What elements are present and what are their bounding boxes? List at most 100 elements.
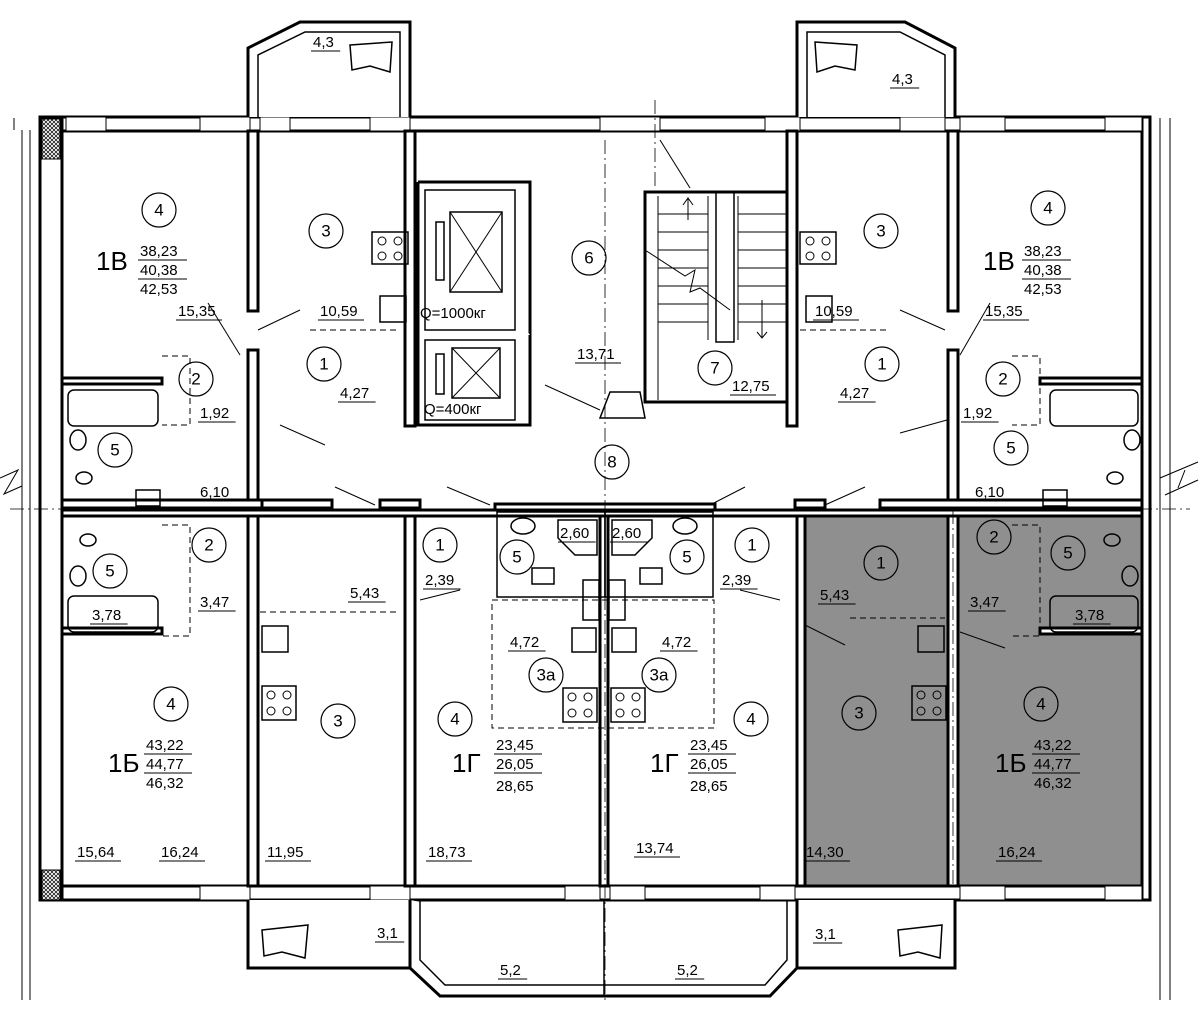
room-number: 4	[746, 710, 755, 729]
room-area-label: 13,71	[577, 346, 615, 363]
room-number: 3	[854, 704, 863, 723]
apartment-bottom-right: 1Б 43,22 44,77 46,32	[995, 737, 1080, 792]
room-area-label: 12,75	[732, 378, 770, 395]
room-number-circle	[697, 350, 733, 386]
room-number-circle	[499, 539, 535, 575]
apartment-bottom-center-left: 1Г 23,45 26,05 28,65	[452, 737, 542, 795]
room-number: 4	[450, 710, 459, 729]
balcony-top-left	[246, 20, 412, 117]
room-number-circle	[191, 527, 227, 563]
room-number-circle	[863, 213, 899, 249]
room-area-label: 4,72	[662, 634, 691, 651]
balcony-top-right	[795, 20, 957, 117]
room-number: 1	[877, 355, 886, 374]
room-number-circle	[141, 192, 177, 228]
room-number: 1	[435, 536, 444, 555]
apartment-area: 28,65	[690, 778, 728, 795]
room-area-label: 5,2	[500, 962, 521, 979]
room-area-label: 6,10	[200, 484, 229, 501]
apartment-area: 26,05	[690, 756, 728, 773]
apartment-area: 46,32	[146, 775, 184, 792]
room-area-label: 2,39	[722, 572, 751, 589]
room-number: 2	[204, 536, 213, 555]
room-number: 2	[989, 528, 998, 547]
room-number: 1	[319, 355, 328, 374]
room-area-label: 3,78	[92, 607, 121, 624]
apartment-code: 1Б	[995, 748, 1027, 778]
apartment-area: 23,45	[690, 737, 728, 754]
room-number-circle	[97, 432, 133, 468]
apartment-code: 1Г	[452, 748, 481, 778]
room-area-label: 4,27	[840, 385, 869, 402]
staircase	[598, 139, 789, 419]
room-number: 1	[876, 554, 885, 573]
room-number-circle	[733, 701, 769, 737]
room-area-label: 4,3	[313, 34, 334, 51]
room-area-label: 16,24	[998, 844, 1036, 861]
room-number-circle	[153, 686, 189, 722]
room-number: 4	[1043, 199, 1052, 218]
kitchen-sink-icon	[261, 295, 945, 653]
vent-box-icon	[349, 41, 393, 73]
room-area-label: 4,72	[510, 634, 539, 651]
room-number: 3	[333, 712, 342, 731]
room-area-label: 1,92	[963, 405, 992, 422]
bathtub-icon	[67, 595, 159, 633]
room-number: 4	[1036, 695, 1045, 714]
room-area-label: 15,35	[178, 303, 216, 320]
apartment-code: 1В	[983, 246, 1015, 276]
apartment-top-left: 1В 38,23 40,38 42,53	[96, 243, 187, 298]
apartment-code: 1Б	[108, 748, 140, 778]
room-number: 5	[110, 441, 119, 460]
bottom-windows	[199, 885, 1143, 901]
partitions	[162, 302, 1041, 649]
elevator-capacity-label: Q=1000кг	[420, 305, 486, 322]
stove-icon	[261, 231, 947, 723]
room-area-label: 11,95	[267, 844, 303, 861]
room-area-label: 18,73	[428, 844, 466, 861]
room-number-circle	[1050, 535, 1086, 571]
room-area-label: 2,39	[425, 572, 454, 589]
room-number: 3а	[650, 666, 669, 685]
balcony-rail-top-right	[806, 31, 946, 117]
left-facade-line	[13, 118, 31, 1000]
room-area-label: 16,24	[161, 844, 199, 861]
room-area-label: 13,74	[636, 840, 674, 857]
apartment-area: 38,23	[140, 243, 178, 260]
room-area-label: 1,92	[200, 405, 229, 422]
room-number-circle	[308, 213, 344, 249]
room-number-circle	[437, 701, 473, 737]
sanitary-fixtures	[69, 429, 1141, 587]
room-number-circle	[669, 539, 705, 575]
room-area-label: 5,2	[677, 962, 698, 979]
apartment-bottom-left: 1Б 43,22 44,77 46,32	[108, 737, 192, 792]
room-area-label: 3,47	[200, 594, 229, 611]
break-mark-left	[0, 468, 23, 496]
vent-box-icon	[814, 41, 858, 74]
kitchen-zone-dashed	[491, 599, 715, 729]
room-number: 5	[512, 548, 521, 567]
apartment-area: 42,53	[1024, 281, 1062, 298]
room-number-circle	[1030, 190, 1066, 226]
apartment-area: 23,45	[496, 737, 534, 754]
right-facade-line	[1159, 118, 1171, 1000]
room-number-circle	[993, 430, 1029, 466]
room-number: 5	[682, 548, 691, 567]
bathtub-icon	[1049, 389, 1139, 427]
apartment-area: 28,65	[496, 778, 534, 795]
apartment-area: 42,53	[140, 281, 178, 298]
room-number: 3	[321, 222, 330, 241]
room-number: 2	[998, 370, 1007, 389]
vent-box-icon	[897, 924, 943, 959]
highlighted-apartment-area	[800, 516, 1145, 886]
room-number-circle	[92, 553, 128, 589]
room-area-label: 3,1	[815, 926, 836, 943]
room-area-label: 2,60	[612, 525, 641, 542]
top-windows	[65, 116, 1143, 132]
room-number: 6	[584, 249, 593, 268]
room-number: 5	[105, 562, 114, 581]
room-number-circle	[841, 695, 877, 731]
room-area-label: 3,47	[970, 594, 999, 611]
room-number: 4	[166, 695, 175, 714]
